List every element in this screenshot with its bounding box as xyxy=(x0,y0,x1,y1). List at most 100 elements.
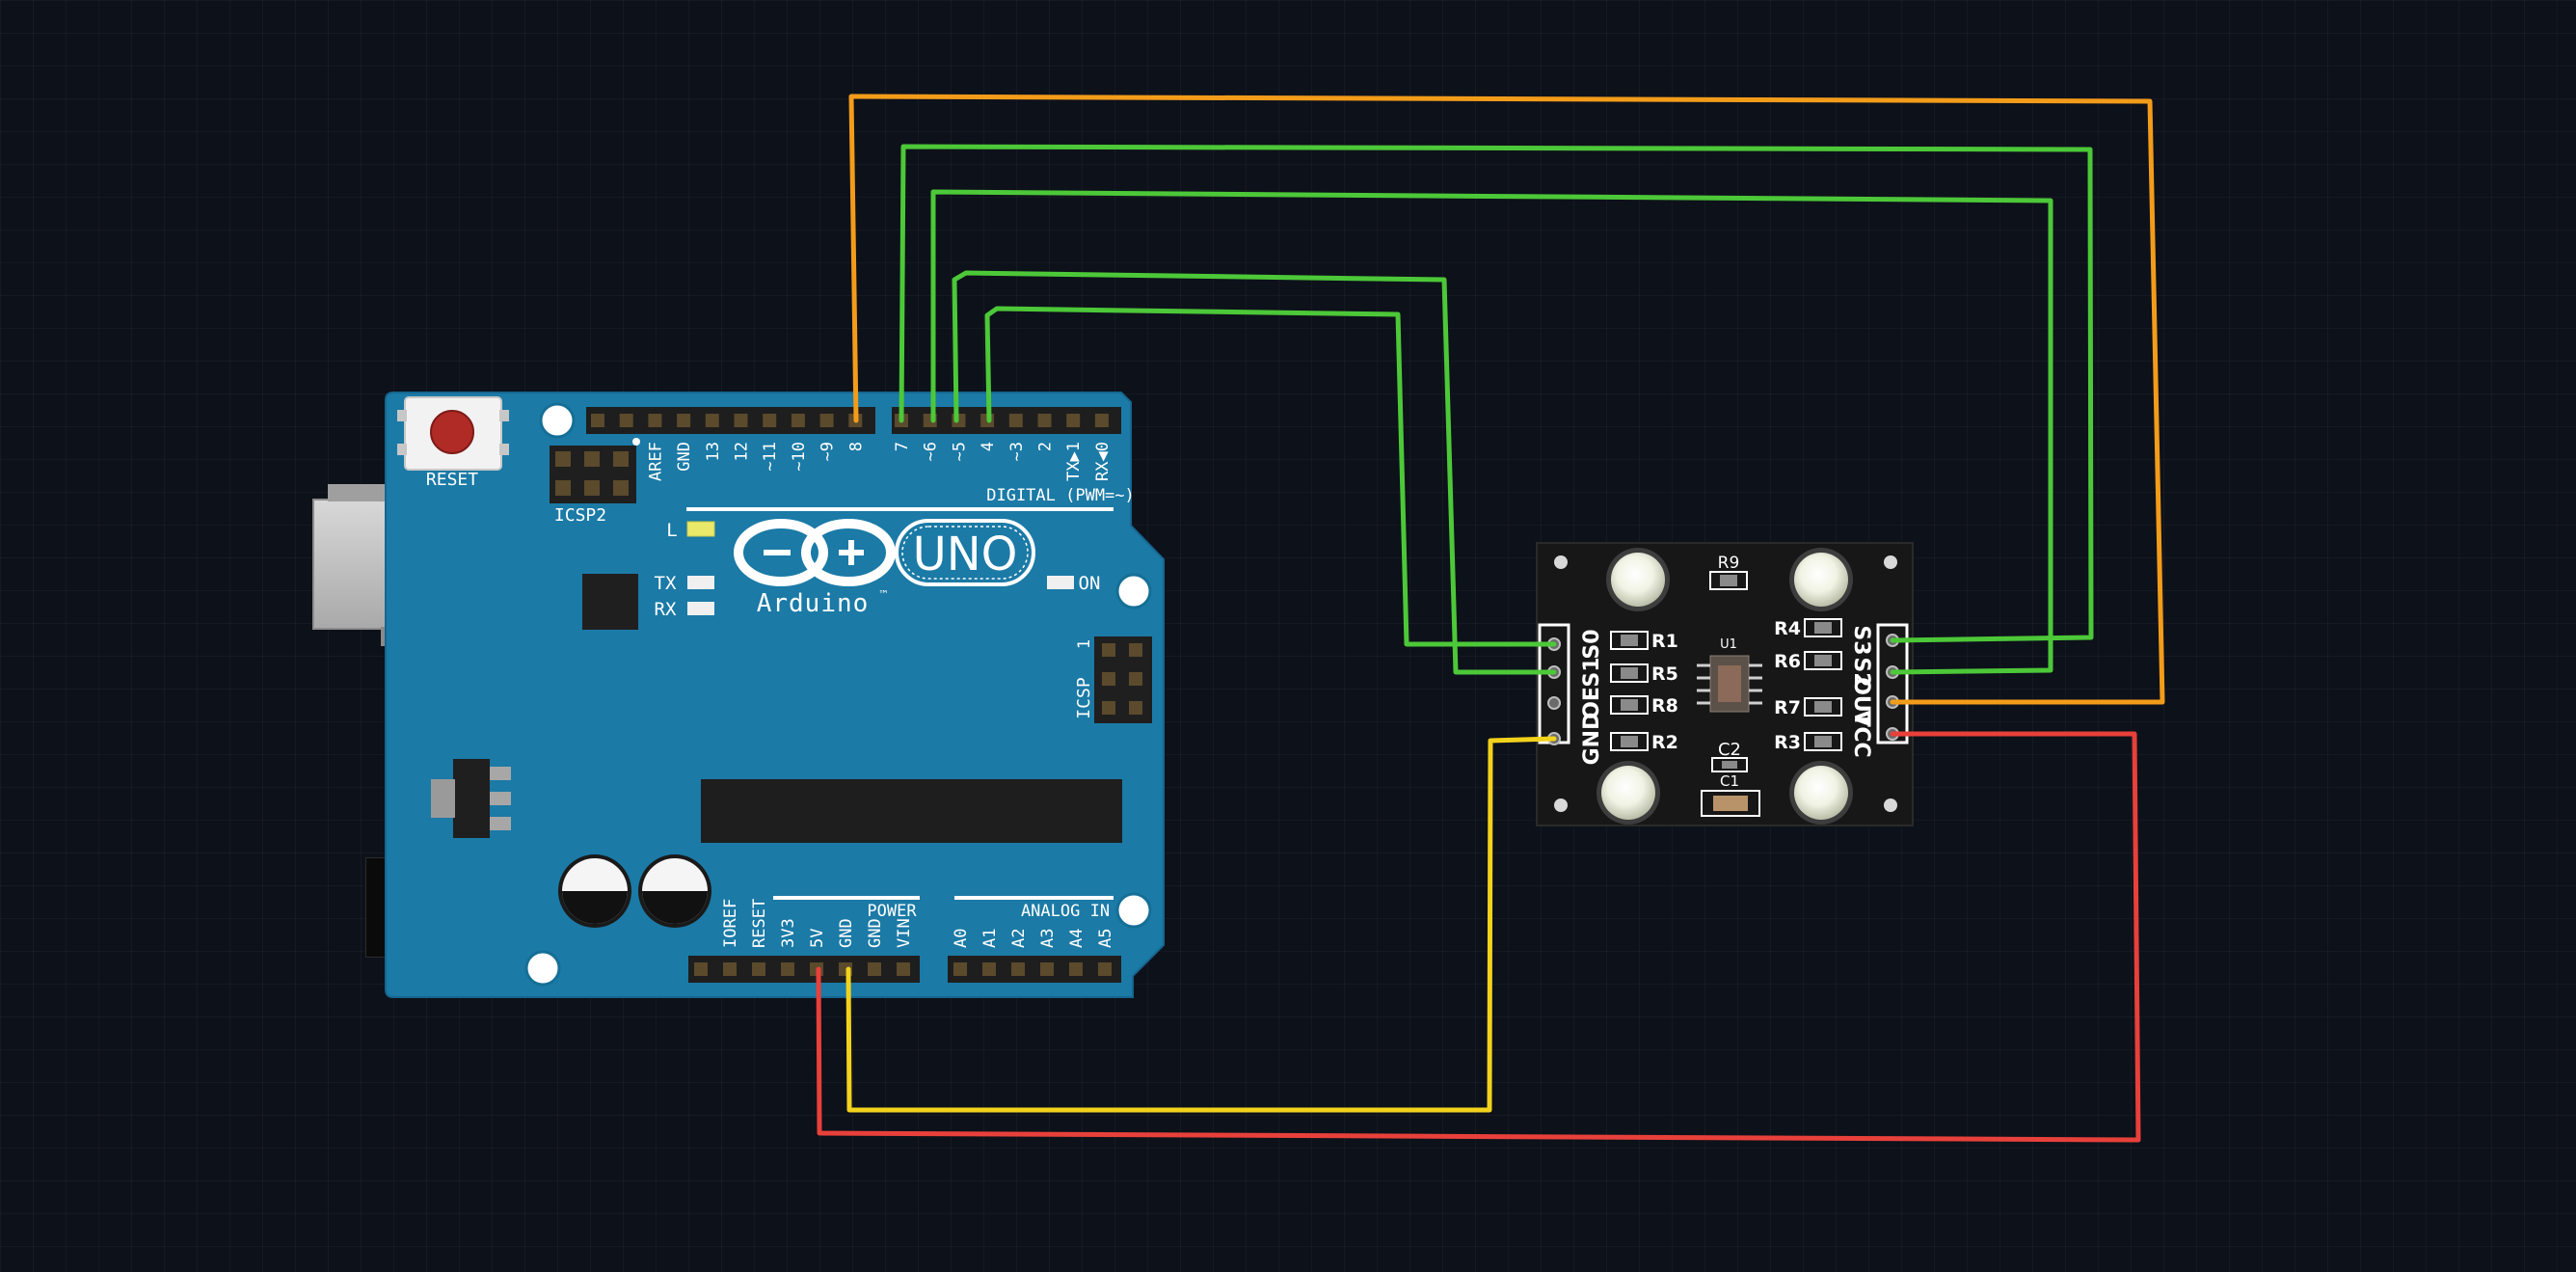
led-on-label: ON xyxy=(1079,573,1101,594)
resistor-label: R4 xyxy=(1774,618,1801,639)
analog-pin[interactable] xyxy=(1069,962,1083,976)
digital-pin[interactable] xyxy=(591,414,604,427)
arduino-logo xyxy=(734,519,896,586)
sensor-chip-u1 xyxy=(1697,655,1762,713)
icsp-pin1-label: 1 xyxy=(1075,639,1094,649)
digital-pin[interactable] xyxy=(1037,414,1052,427)
sensor-pin-label: OUT xyxy=(1849,677,1873,727)
analog-pin[interactable] xyxy=(953,962,967,976)
reset-button[interactable] xyxy=(430,410,474,454)
led-on xyxy=(1047,576,1074,589)
digital-pin[interactable] xyxy=(763,414,777,427)
resistor-pad xyxy=(1610,663,1649,683)
wire-out-pin8[interactable] xyxy=(848,94,2165,705)
digital-label: DIGITAL (PWM=~) xyxy=(986,486,1135,505)
resistor-body xyxy=(1720,575,1737,586)
power-pin[interactable] xyxy=(752,962,765,976)
mounting-hole xyxy=(1115,573,1152,609)
digital-pin-label: 8 xyxy=(846,442,866,451)
uno-badge-inner xyxy=(901,526,1029,580)
sensor-mount-hole xyxy=(1884,555,1897,569)
digital-pin-label: ~9 xyxy=(818,442,838,461)
digital-pin[interactable] xyxy=(648,414,662,427)
digital-pin-label: 7 xyxy=(893,442,912,451)
power-pin-label: GND xyxy=(837,918,856,948)
resistor-pad xyxy=(1610,631,1649,650)
led-l xyxy=(686,521,715,537)
wire-gnd[interactable] xyxy=(845,736,1557,1113)
digital-pin[interactable] xyxy=(791,414,805,427)
analog-header xyxy=(948,956,1121,983)
white-led xyxy=(1789,548,1853,611)
white-led xyxy=(1597,761,1660,825)
digital-pin-label: AREF xyxy=(646,442,665,481)
board-pcb xyxy=(385,392,1165,998)
sensor-mount-hole xyxy=(1554,798,1568,812)
wire-s1-pin5[interactable] xyxy=(952,270,1557,675)
digital-pin-label: 4 xyxy=(979,442,998,451)
capacitor xyxy=(558,854,631,928)
resistor-label: R9 xyxy=(1718,554,1740,573)
digital-pin-label: ~6 xyxy=(922,442,941,461)
analog-pin[interactable] xyxy=(1011,962,1025,976)
white-led xyxy=(1606,548,1670,611)
led-rx-label: RX xyxy=(655,599,677,620)
digital-pin[interactable] xyxy=(734,414,748,427)
sensor-pin[interactable] xyxy=(1547,696,1561,710)
analog-pin-label: A1 xyxy=(980,929,1000,948)
resistor-pad xyxy=(1804,697,1842,717)
capacitor-c2 xyxy=(1711,757,1748,772)
wire-s3-pin6[interactable] xyxy=(930,189,2053,675)
digital-pin[interactable] xyxy=(1066,414,1081,427)
analog-pin-label: A2 xyxy=(1009,929,1029,948)
power-pin[interactable] xyxy=(781,962,794,976)
digital-pin[interactable] xyxy=(705,414,719,427)
power-pin[interactable] xyxy=(723,962,737,976)
analog-pin[interactable] xyxy=(1098,962,1112,976)
digital-pin[interactable] xyxy=(677,414,691,427)
analog-pin-label: A0 xyxy=(952,929,971,948)
power-pin-label: GND xyxy=(866,918,885,948)
c1-label: C1 xyxy=(1720,772,1739,790)
digital-pin[interactable] xyxy=(619,414,633,427)
digital-pin-label: TX▶1 xyxy=(1064,442,1084,481)
digital-pin-label: ~3 xyxy=(1007,442,1027,461)
wire-s0-pin4[interactable] xyxy=(984,306,1557,647)
digital-pin-label: ~10 xyxy=(790,442,809,472)
analog-pin-holes xyxy=(953,962,1112,976)
analog-pin[interactable] xyxy=(1040,962,1054,976)
voltage-regulator xyxy=(431,759,511,838)
reset-label: RESET xyxy=(426,470,478,490)
led-rx xyxy=(687,602,714,615)
wire-vcc-5v[interactable] xyxy=(816,731,2141,1143)
wire-s2-pin7[interactable] xyxy=(899,144,2094,643)
resistor-pad xyxy=(1610,695,1649,715)
icsp2-label: ICSP2 xyxy=(554,505,606,526)
digital-pin[interactable] xyxy=(819,414,834,427)
analog-pin-label: A3 xyxy=(1038,929,1058,948)
capacitor xyxy=(638,854,711,928)
resistor-body xyxy=(1814,622,1832,634)
analog-pin[interactable] xyxy=(982,962,996,976)
power-pin[interactable] xyxy=(694,962,708,976)
icsp2-header xyxy=(550,438,640,503)
mounting-hole xyxy=(1115,892,1152,929)
digital-pin-label: 2 xyxy=(1036,442,1056,451)
analog-pin-label: A5 xyxy=(1096,929,1115,948)
digital-pin-label: 12 xyxy=(733,442,752,461)
digital-pin[interactable] xyxy=(1008,414,1023,427)
digital-pin-label: RX◀0 xyxy=(1093,442,1113,481)
sensor-mount-hole xyxy=(1884,798,1897,812)
led-tx xyxy=(687,576,714,589)
digital-pin[interactable] xyxy=(1094,414,1109,427)
power-pin[interactable] xyxy=(868,962,881,976)
arduino-tm: ™ xyxy=(878,588,889,601)
power-pin[interactable] xyxy=(897,962,910,976)
reset-pin xyxy=(499,410,509,421)
